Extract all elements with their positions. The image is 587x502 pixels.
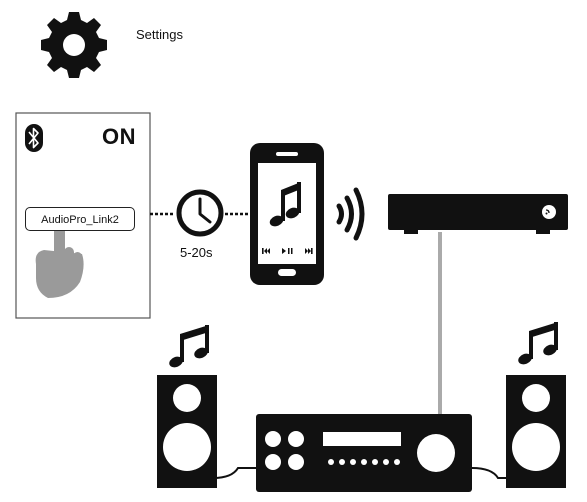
smartphone: [250, 143, 324, 285]
clock-icon: [176, 189, 224, 237]
bluetooth-status: ON: [102, 124, 136, 149]
hand-pointer-icon: [35, 220, 84, 298]
settings-label: Settings: [136, 27, 183, 42]
receiver-logo-icon: [542, 205, 556, 219]
music-note-icon: [269, 182, 301, 227]
play-pause-icon: [282, 248, 293, 254]
left-speaker: [157, 375, 217, 488]
wireless-signal-icon: [336, 187, 365, 241]
wait-time-label: 5-20s: [180, 245, 213, 260]
music-note-icon: [169, 325, 209, 368]
next-icon: [305, 248, 313, 254]
gear-icon: [41, 12, 107, 78]
device-name-button[interactable]: AudioPro_Link2: [25, 207, 135, 231]
music-note-icon: [518, 322, 558, 365]
amplifier: [256, 414, 472, 492]
bluetooth-icon: [25, 124, 43, 152]
prev-icon: [262, 248, 270, 254]
streaming-receiver: [388, 194, 568, 234]
right-speaker: [506, 375, 566, 488]
